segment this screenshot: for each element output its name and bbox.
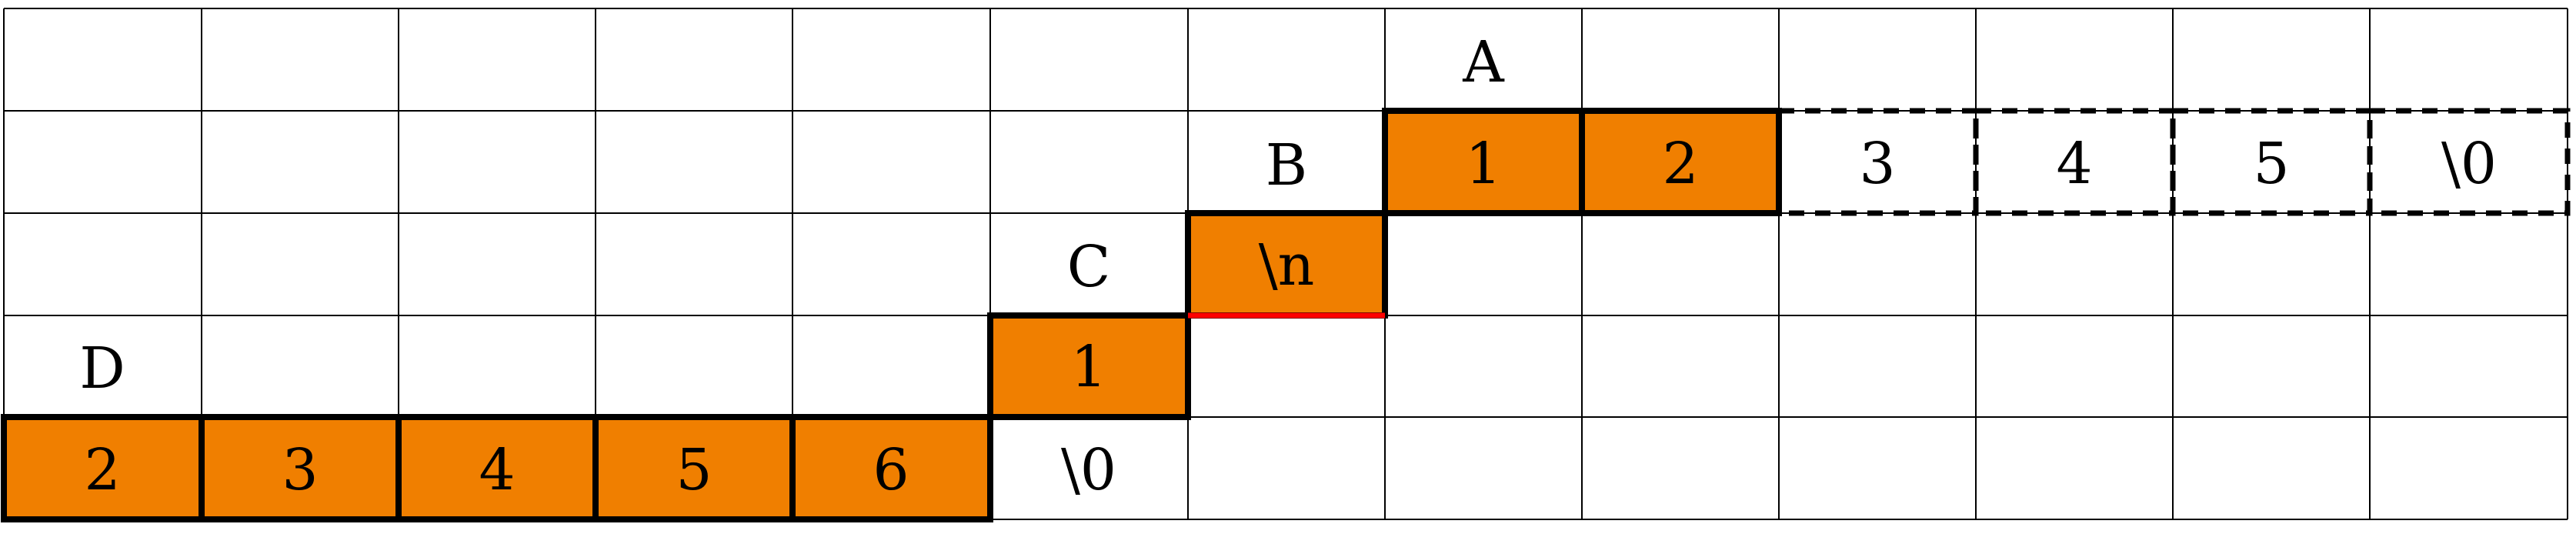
value-a2: 2 bbox=[1662, 131, 1698, 197]
label-b: B bbox=[1266, 132, 1307, 199]
cell-d3 bbox=[399, 417, 596, 519]
label-d: D bbox=[79, 335, 125, 402]
cell-d2 bbox=[202, 417, 399, 519]
cell-c1 bbox=[990, 315, 1188, 417]
value-a6: \0 bbox=[2441, 131, 2497, 197]
outline-a2 bbox=[1579, 108, 1782, 216]
value-d3: 4 bbox=[479, 437, 515, 503]
value-d1: 2 bbox=[84, 437, 120, 503]
outline-c1 bbox=[987, 312, 1191, 420]
value-b1: \n bbox=[1259, 232, 1315, 299]
label-a: A bbox=[1462, 29, 1505, 95]
cell-d4 bbox=[596, 417, 792, 519]
thick-outlines bbox=[1, 108, 1782, 522]
value-d6: \0 bbox=[1061, 437, 1116, 503]
cell-d1 bbox=[4, 417, 202, 519]
value-a1: 1 bbox=[1465, 131, 1501, 197]
value-a3: 3 bbox=[1859, 131, 1895, 197]
value-a5: 5 bbox=[2253, 131, 2289, 197]
dashed-a5 bbox=[2170, 108, 2373, 216]
value-d4: 5 bbox=[676, 437, 712, 503]
dashed-a4 bbox=[1973, 108, 2176, 216]
cell-values: 1 2 3 4 5 \0 \n 1 2 3 4 5 6 \0 bbox=[84, 131, 2497, 503]
value-d2: 3 bbox=[282, 437, 318, 503]
row-labels: A B C D bbox=[79, 29, 1505, 402]
dashed-outlines bbox=[1776, 108, 2571, 216]
value-d5: 6 bbox=[873, 437, 909, 503]
label-c: C bbox=[1067, 234, 1111, 300]
value-c1: 1 bbox=[1070, 334, 1106, 400]
outline-d5 bbox=[789, 414, 993, 522]
dashed-a3 bbox=[1776, 108, 1979, 216]
filled-cells bbox=[4, 111, 1779, 519]
cell-a2 bbox=[1582, 111, 1779, 213]
dashed-a6 bbox=[2367, 108, 2571, 216]
cell-b1 bbox=[1188, 213, 1385, 315]
value-a4: 4 bbox=[2056, 131, 2092, 197]
cell-d5 bbox=[792, 417, 990, 519]
cell-a1 bbox=[1385, 111, 1582, 213]
